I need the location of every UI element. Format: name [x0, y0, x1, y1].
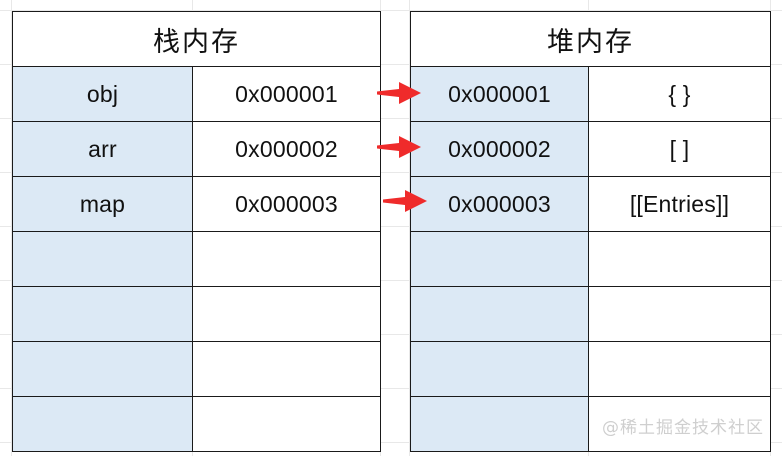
- heap-value: [ ]: [588, 121, 771, 177]
- arr-reference-arrow-icon: [377, 134, 421, 160]
- table-row: map 0x000003: [12, 176, 381, 232]
- stack-variable-address: [192, 231, 381, 287]
- table-header-row: 堆内存: [410, 11, 771, 67]
- stack-variable-name: [12, 341, 193, 397]
- heap-value: [588, 396, 771, 452]
- heap-value: [588, 286, 771, 342]
- stack-variable-address: 0x000003: [192, 176, 381, 232]
- table-header-row: 栈内存: [12, 11, 381, 67]
- heap-address: 0x000001: [410, 66, 589, 122]
- heap-memory-table: 堆内存 0x000001 { } 0x000002 [ ] 0x000003 […: [410, 11, 771, 452]
- table-row: [12, 341, 381, 397]
- table-row: [410, 286, 771, 342]
- stack-variable-name: obj: [12, 66, 193, 122]
- table-row: [12, 231, 381, 287]
- stack-variable-name: [12, 396, 193, 452]
- stack-variable-address: 0x000001: [192, 66, 381, 122]
- stack-variable-name: [12, 231, 193, 287]
- table-row: arr 0x000002: [12, 121, 381, 177]
- stack-memory-table: 栈内存 obj 0x000001 arr 0x000002 map 0x0000…: [12, 11, 381, 452]
- table-row: [410, 231, 771, 287]
- heap-value: { }: [588, 66, 771, 122]
- stack-variable-name: map: [12, 176, 193, 232]
- heap-address: [410, 286, 589, 342]
- heap-value: [588, 341, 771, 397]
- stack-variable-address: [192, 341, 381, 397]
- heap-value: [588, 231, 771, 287]
- table-row: [12, 396, 381, 452]
- heap-memory-title: 堆内存: [410, 11, 771, 67]
- heap-address: [410, 231, 589, 287]
- heap-value: [[Entries]]: [588, 176, 771, 232]
- stack-variable-address: 0x000002: [192, 121, 381, 177]
- stack-variable-name: [12, 286, 193, 342]
- table-row: 0x000001 { }: [410, 66, 771, 122]
- table-row: [410, 396, 771, 452]
- table-row: [12, 286, 381, 342]
- stack-variable-address: [192, 396, 381, 452]
- map-reference-arrow-icon: [383, 188, 427, 214]
- table-row: 0x000002 [ ]: [410, 121, 771, 177]
- heap-address: [410, 341, 589, 397]
- table-row: 0x000003 [[Entries]]: [410, 176, 771, 232]
- stack-memory-title: 栈内存: [12, 11, 381, 67]
- table-row: [410, 341, 771, 397]
- stack-variable-name: arr: [12, 121, 193, 177]
- table-row: obj 0x000001: [12, 66, 381, 122]
- heap-address: 0x000003: [410, 176, 589, 232]
- watermark: @稀土掘金技术社区: [602, 418, 764, 438]
- obj-reference-arrow-icon: [377, 80, 421, 106]
- heap-address: [410, 396, 589, 452]
- heap-address: 0x000002: [410, 121, 589, 177]
- stack-variable-address: [192, 286, 381, 342]
